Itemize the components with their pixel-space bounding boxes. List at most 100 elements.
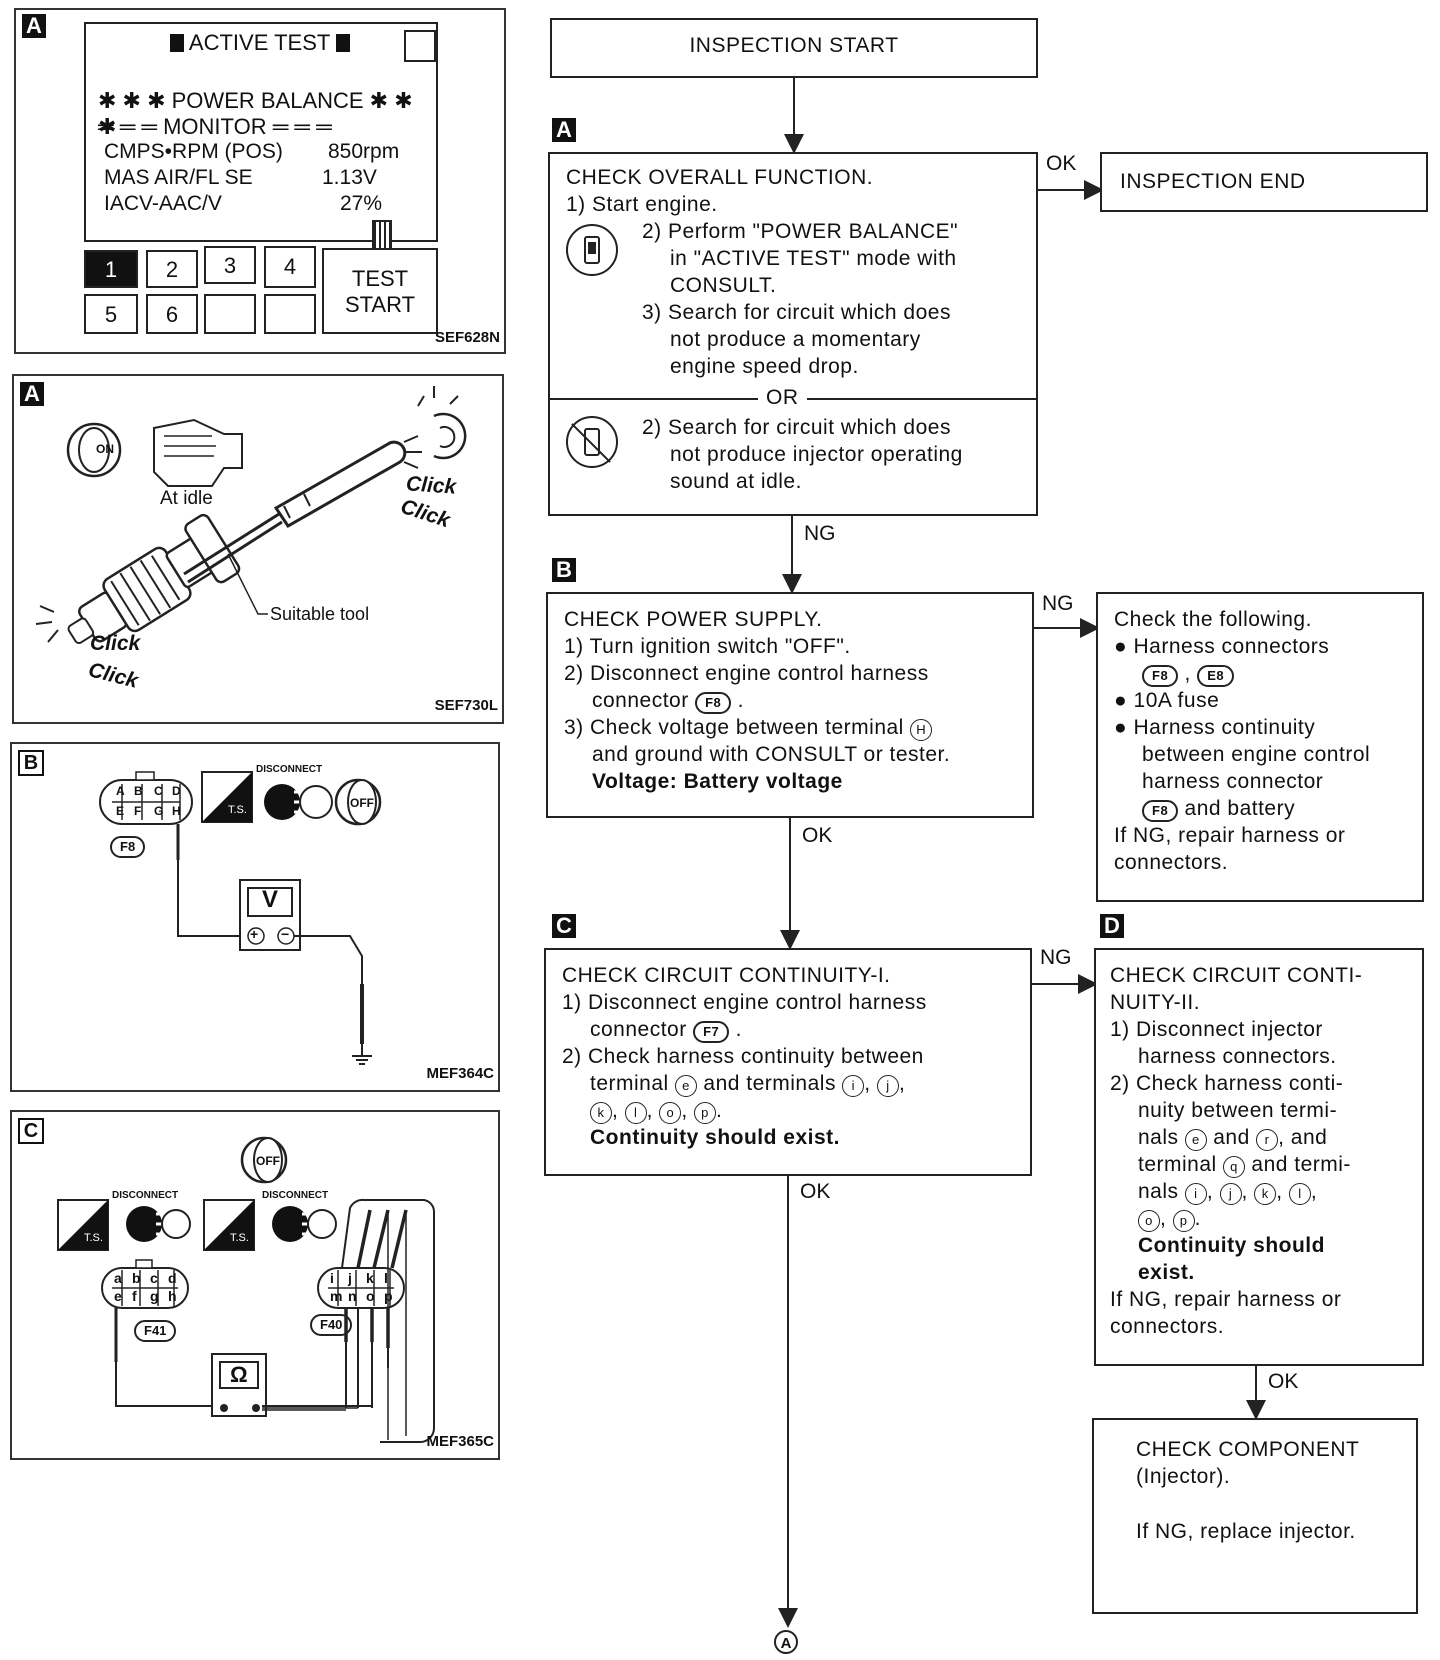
step-a-box: CHECK OVERALL FUNCTION. 1) Start engine.… xyxy=(548,152,1038,516)
key-6[interactable]: 6 xyxy=(146,294,198,334)
repair-note: connectors. xyxy=(1114,851,1229,874)
key-5[interactable]: 5 xyxy=(84,294,138,334)
terminal-marker: j xyxy=(1219,1183,1242,1205)
step-b-spec: Voltage: Battery voltage xyxy=(592,770,843,793)
step-b-line: 3) Check voltage between terminal xyxy=(564,716,904,739)
key-4[interactable]: 4 xyxy=(264,246,316,288)
or-label: OR xyxy=(758,384,807,411)
step-a-line: CONSULT. xyxy=(670,274,777,297)
step-d-title: NUITY-II. xyxy=(1110,991,1201,1014)
ng-label: NG xyxy=(1042,592,1074,615)
step-d-line: nals xyxy=(1138,1126,1179,1149)
ts-label: T.S. xyxy=(228,804,247,816)
step-b-line: and ground with CONSULT or tester. xyxy=(592,743,951,766)
repair-note: If NG, repair harness or xyxy=(1114,824,1346,847)
step-a-line: 2) Perform "POWER BALANCE" xyxy=(642,220,959,243)
repair-note: If NG, repair harness or xyxy=(1110,1288,1342,1311)
panel-injector-sound: A ON At idle Click Click xyxy=(12,374,504,724)
key-off-label: OFF xyxy=(350,796,374,810)
terminal-marker: o xyxy=(659,1102,682,1124)
terminal-marker: r xyxy=(1256,1129,1279,1151)
figure-code: SEF628N xyxy=(434,329,500,346)
screen-title: ACTIVE TEST xyxy=(170,30,351,56)
step-c-line: terminal xyxy=(590,1072,669,1095)
figure-code: MEF364C xyxy=(426,1065,494,1082)
step-a-title: CHECK OVERALL FUNCTION. xyxy=(566,166,874,189)
test-start-button[interactable]: TEST START xyxy=(322,248,438,334)
connector-tag: F8 xyxy=(695,692,732,714)
step-b-box: CHECK POWER SUPPLY. 1) Turn ignition swi… xyxy=(546,592,1034,818)
ts-label: T.S. xyxy=(84,1232,103,1244)
panel-letter: A xyxy=(22,14,46,38)
step-a-line: in "ACTIVE TEST" mode with xyxy=(670,247,957,270)
voltmeter-symbol: V xyxy=(262,886,279,913)
disconnect-label: DISCONNECT xyxy=(262,1190,329,1201)
replace-note: If NG, replace injector. xyxy=(1136,1520,1356,1543)
terminal-marker: q xyxy=(1223,1156,1246,1178)
key-2[interactable]: 2 xyxy=(146,250,198,288)
step-c-spec: Continuity should exist. xyxy=(590,1126,841,1149)
inspection-end-text: INSPECTION END xyxy=(1120,170,1306,193)
step-d-line: 1) Disconnect injector xyxy=(1110,1018,1323,1041)
step-b-content: CHECK POWER SUPPLY. 1) Turn ignition swi… xyxy=(564,606,1030,795)
ok-label: OK xyxy=(1268,1370,1299,1393)
monitor-label: ═ ═ ═ MONITOR ═ ═ ═ xyxy=(98,114,332,139)
step-b-line: 1) Turn ignition switch "OFF". xyxy=(564,635,851,658)
continuity-wiring-diagram xyxy=(57,1136,436,1443)
check-following-content: Check the following. ● Harness connector… xyxy=(1114,606,1420,876)
step-c-line: 2) Check harness continuity between xyxy=(562,1045,924,1068)
panel-continuity-check: C xyxy=(10,1110,500,1460)
step-a-line: 3) Search for circuit which does xyxy=(642,301,951,324)
ts-label: T.S. xyxy=(230,1232,249,1244)
step-letter-d: D xyxy=(1100,914,1124,938)
step-c-title: CHECK CIRCUIT CONTINUITY-I. xyxy=(562,964,891,987)
figure-code: SEF730L xyxy=(434,697,498,714)
check-following-title: Check the following. xyxy=(1114,608,1312,631)
step-letter-c: C xyxy=(552,914,576,938)
key-3[interactable]: 3 xyxy=(204,246,256,284)
terminal-marker: l xyxy=(1288,1183,1311,1205)
offpage-connector: A xyxy=(774,1630,798,1654)
key-1[interactable]: 1 xyxy=(84,250,138,288)
click-label: Click xyxy=(405,472,457,499)
monitor-row: IACV-AAC/V 27% xyxy=(104,192,383,215)
step-c-box: CHECK CIRCUIT CONTINUITY-I. 1) Disconnec… xyxy=(544,948,1032,1176)
ok-label: OK xyxy=(800,1180,831,1203)
step-letter-a: A xyxy=(552,118,576,142)
inspection-start-text: INSPECTION START xyxy=(689,34,899,57)
step-d-line: nuity between termi- xyxy=(1138,1099,1338,1122)
pointer-hand-icon xyxy=(372,220,392,248)
step-d-line: harness connectors. xyxy=(1138,1045,1337,1068)
disconnect-label: DISCONNECT xyxy=(256,764,323,775)
connector-tag: F41 xyxy=(134,1320,177,1342)
ng-label: NG xyxy=(804,522,836,545)
terminal-marker: p xyxy=(1172,1210,1195,1232)
ng-label: NG xyxy=(1040,946,1072,969)
step-d-box: CHECK CIRCUIT CONTI- NUITY-II. 1) Discon… xyxy=(1094,948,1424,1366)
panel-letter: B xyxy=(18,750,44,776)
check-following-item: and battery xyxy=(1184,797,1296,820)
step-letter-b: B xyxy=(552,558,576,582)
panel-letter: A xyxy=(20,382,44,406)
inspection-start-box: INSPECTION START xyxy=(550,18,1038,78)
step-d-line: 2) Check harness conti- xyxy=(1110,1072,1344,1095)
connector-tag: F8 xyxy=(1142,800,1179,822)
injector-illustration xyxy=(35,386,467,645)
step-a-content: CHECK OVERALL FUNCTION. 1) Start engine.… xyxy=(566,164,1026,380)
step-d-line: nals xyxy=(1138,1180,1179,1203)
check-following-item: ● Harness continuity xyxy=(1114,716,1316,739)
step-c-line: and terminals xyxy=(703,1072,836,1095)
step-a-line: not produce injector operating xyxy=(670,443,963,466)
connector-tag: F8 xyxy=(1142,665,1179,687)
step-a-line: 2) Search for circuit which does xyxy=(642,416,951,439)
step-d-line: and termi- xyxy=(1251,1153,1351,1176)
terminal-marker: j xyxy=(876,1075,899,1097)
terminal-marker: H xyxy=(910,719,933,741)
key-blank[interactable] xyxy=(204,294,256,334)
inspection-end-box: INSPECTION END xyxy=(1100,152,1428,212)
panel-voltage-check: B A B C D E F G H F8 D xyxy=(10,742,500,1092)
key-blank[interactable] xyxy=(264,294,316,334)
step-c-line: connector xyxy=(590,1018,687,1041)
step-c-content: CHECK CIRCUIT CONTINUITY-I. 1) Disconnec… xyxy=(562,962,1028,1151)
step-d-spec: exist. xyxy=(1138,1261,1195,1284)
